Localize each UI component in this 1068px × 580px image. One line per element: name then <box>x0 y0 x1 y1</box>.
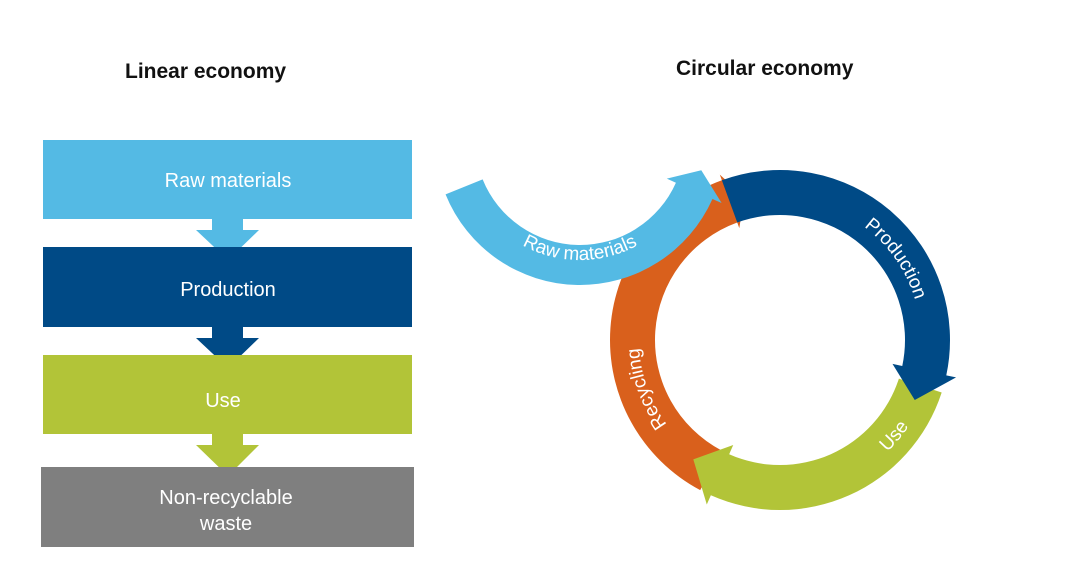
linear-box-production <box>43 247 412 327</box>
linear-label-use: Use <box>205 390 241 412</box>
circular-flow: Production Use Recycling Raw materials <box>445 170 957 510</box>
linear-label-waste-line1: Non-recyclable <box>159 487 292 509</box>
linear-label-production: Production <box>180 279 276 301</box>
linear-box-raw-materials <box>43 140 412 219</box>
raw-materials-arrow <box>445 170 722 286</box>
production-arrow <box>721 170 957 400</box>
linear-box-use <box>43 355 412 434</box>
down-arrow-icon <box>196 218 259 260</box>
down-arrow-icon <box>196 326 259 368</box>
down-arrow-icon <box>196 433 259 476</box>
linear-flow: Raw materials Production Use Non-recycla… <box>41 140 414 547</box>
use-arrow <box>693 378 942 510</box>
linear-economy-title: Linear economy <box>125 60 287 83</box>
linear-label-waste-line2: waste <box>199 513 252 535</box>
linear-label-raw-materials: Raw materials <box>165 170 292 192</box>
linear-box-waste <box>41 467 414 547</box>
circular-economy-title: Circular economy <box>676 57 854 80</box>
